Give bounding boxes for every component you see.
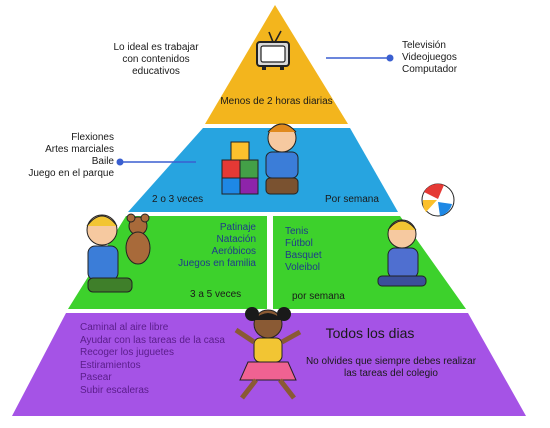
base-item: Pasear [80, 372, 112, 383]
second-left-item: Flexiones [71, 132, 114, 143]
third-right-item: Fútbol [285, 238, 313, 249]
girl-jumping-icon [234, 307, 302, 400]
third-left-item: Natación [216, 234, 256, 245]
third-left-item: Aeróbicos [211, 246, 256, 257]
tier-second [128, 128, 398, 212]
television-icon [256, 30, 290, 70]
second-frequency: 2 o 3 veces [152, 194, 204, 205]
base-item: Recoger los juguetes [80, 347, 174, 358]
top-tier-label: Menos de 2 horas diarias [220, 96, 333, 107]
third-right-items: Tenis Fútbol Basquet Voleibol [285, 226, 322, 274]
base-item: Estiramientos [80, 359, 141, 371]
child-with-teddy-bear-icon [86, 213, 151, 293]
base-item: Ayudar con las tareas de la casa [80, 334, 225, 346]
top-left-note-line: Lo ideal es trabajar [113, 42, 199, 53]
third-left-item: Juegos en familia [178, 258, 256, 269]
third-right-item: Voleibol [285, 262, 321, 273]
top-left-note-line: educativos [132, 66, 180, 77]
connector-second [116, 158, 196, 166]
second-left-item: Juego en el parque [28, 168, 114, 179]
base-note: No olvides que siempre debes realizar la… [296, 356, 486, 380]
second-left-item: Baile [91, 156, 114, 167]
top-left-note: Lo ideal es trabajar con contenidos educ… [100, 42, 212, 78]
base-note-line: las tareas del colegio [344, 368, 438, 379]
connector-top [326, 54, 394, 62]
base-note-line: No olvides que siempre debes realizar [305, 356, 477, 367]
third-right-item: Basquet [285, 250, 322, 261]
base-heading: Todos los dias [325, 325, 415, 341]
second-left-item: Artes marciales [45, 144, 114, 155]
base-item: Subir escaleras [80, 384, 149, 396]
third-right-item: Tenis [285, 226, 309, 237]
top-right-item: Televisión [402, 40, 446, 51]
third-left-frequency: 3 a 5 veces [190, 289, 242, 300]
top-right-items: Televisión Videojuegos Computador [402, 40, 457, 76]
second-period: Por semana [325, 194, 379, 205]
child-with-ball-icon [377, 183, 455, 287]
child-with-blocks-icon [221, 123, 299, 195]
base-item: Caminal al aire libre [80, 322, 169, 333]
top-right-item: Computador [402, 64, 458, 75]
third-left-item: Patinaje [219, 222, 256, 233]
top-right-item: Videojuegos [402, 52, 457, 63]
third-left-items: Patinaje Natación Aeróbicos Juegos en fa… [160, 222, 256, 270]
top-left-note-line: con contenidos [122, 54, 190, 65]
third-right-period: por semana [292, 291, 345, 302]
base-items: Caminal al aire libre Ayudar con las tar… [80, 322, 225, 397]
second-left-items: Flexiones Artes marciales Baile Juego en… [10, 132, 114, 180]
